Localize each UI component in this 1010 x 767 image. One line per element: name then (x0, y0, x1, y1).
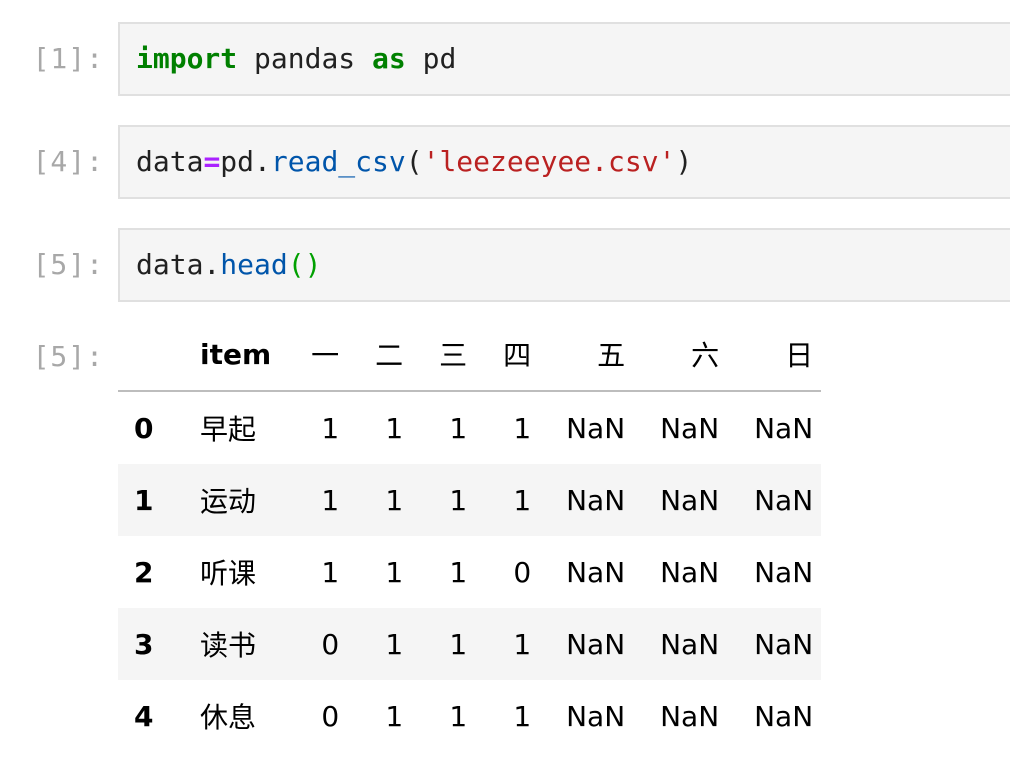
cell-value: NaN (566, 411, 626, 445)
cell-value: 1 (449, 483, 468, 517)
output-prompt: [5]: (32, 340, 104, 373)
code-editor[interactable]: data.head() (118, 228, 1010, 302)
string-literal: 'leezeeyee.csv' (422, 145, 676, 178)
cell-value: NaN (566, 555, 626, 589)
cell-value: NaN (660, 555, 720, 589)
function-name: read_csv (270, 145, 406, 178)
cell-value: NaN (754, 483, 814, 517)
code-editor[interactable]: data=pd.read_csv('leezeeyee.csv') (118, 125, 1010, 199)
input-prompt: [4]: (32, 145, 104, 178)
cell-value: 1 (513, 483, 532, 517)
cell-value: NaN (660, 699, 720, 733)
table-header-row: item 一 二 三 四 五 六 日 (118, 318, 822, 392)
open-paren: ( (405, 145, 423, 178)
cell-value: 1 (449, 699, 468, 733)
column-header-tue: 二 (347, 318, 412, 392)
alias-name: pd (405, 42, 457, 75)
column-header-sun: 日 (727, 318, 822, 392)
cell-value: 1 (513, 699, 532, 733)
cell-value: NaN (754, 699, 814, 733)
cell-value: 1 (321, 555, 340, 589)
cell-value: 1 (321, 411, 340, 445)
table-row: 3 读书 0 1 1 1 NaN NaN NaN (118, 608, 822, 680)
table-row: 0 早起 1 1 1 1 NaN NaN NaN (118, 391, 821, 464)
row-index: 0 (134, 411, 154, 445)
cell-value: NaN (754, 627, 814, 661)
code-editor[interactable]: import pandas as pd (118, 22, 1010, 96)
cell-item: 休息 (200, 701, 257, 734)
cell-value: 1 (385, 699, 404, 733)
column-header-fri: 五 (539, 318, 634, 392)
module-name: pandas (237, 42, 373, 75)
cell-value: 1 (321, 483, 340, 517)
function-name: head (220, 248, 288, 281)
cell-value: NaN (660, 483, 720, 517)
call-parens: () (287, 248, 322, 281)
cell-value: 1 (449, 627, 468, 661)
cell-value: 0 (321, 627, 340, 661)
cell-value: NaN (660, 411, 720, 445)
cell-value: 1 (385, 627, 404, 661)
keyword-import: import (136, 42, 238, 75)
object-name: data. (136, 248, 221, 281)
cell-value: NaN (754, 555, 814, 589)
table-row: 4 休息 0 1 1 1 NaN NaN NaN (118, 680, 821, 752)
cell-value: NaN (566, 483, 626, 517)
close-paren: ) (675, 145, 693, 178)
cell-item: 运动 (200, 485, 257, 518)
cell-item: 读书 (200, 629, 257, 662)
row-index: 4 (134, 699, 154, 733)
code-line: data.head() (136, 248, 321, 281)
code-cell-3[interactable]: [5]: data.head() (0, 228, 1010, 304)
cell-item: 听课 (200, 557, 257, 590)
code-cell-2[interactable]: [4]: data=pd.read_csv('leezeeyee.csv') (0, 125, 1010, 201)
object-name: pd. (220, 145, 271, 178)
input-prompt: [1]: (32, 42, 104, 75)
keyword-as: as (372, 42, 406, 75)
code-line: import pandas as pd (136, 42, 456, 75)
code-cell-1[interactable]: [1]: import pandas as pd (0, 22, 1010, 98)
cell-value: NaN (660, 627, 720, 661)
cell-value: NaN (754, 411, 814, 445)
code-line: data=pd.read_csv('leezeeyee.csv') (136, 145, 692, 178)
cell-value: 0 (321, 699, 340, 733)
column-header-mon: 一 (283, 318, 348, 392)
cell-item: 早起 (200, 413, 257, 446)
row-index: 2 (134, 555, 154, 589)
cell-value: 1 (385, 555, 404, 589)
cell-value: 1 (449, 555, 468, 589)
column-header-sat: 六 (633, 318, 728, 392)
column-header-thu: 四 (475, 318, 540, 392)
variable-name: data (136, 145, 204, 178)
row-index: 3 (134, 627, 154, 661)
column-header-item: item (178, 318, 284, 392)
cell-value: 1 (513, 627, 532, 661)
cell-value: 1 (385, 483, 404, 517)
column-header-wed: 三 (411, 318, 476, 392)
cell-value: NaN (566, 627, 626, 661)
row-index: 1 (134, 483, 154, 517)
cell-value: NaN (566, 699, 626, 733)
cell-value: 1 (385, 411, 404, 445)
cell-value: 0 (513, 555, 532, 589)
table-row: 1 运动 1 1 1 1 NaN NaN NaN (118, 464, 822, 536)
input-prompt: [5]: (32, 248, 104, 281)
index-header (118, 318, 178, 392)
table-row: 2 听课 1 1 1 0 NaN NaN NaN (118, 536, 821, 608)
assign-operator: = (203, 145, 221, 178)
cell-value: 1 (449, 411, 468, 445)
cell-value: 1 (513, 411, 532, 445)
